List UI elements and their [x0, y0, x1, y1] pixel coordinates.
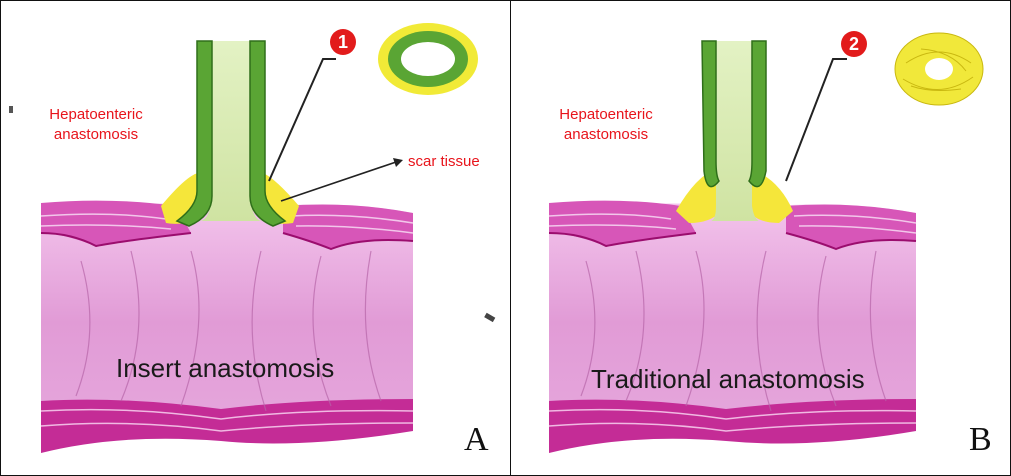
- hepatoenteric-anastomosis-label: Hepatoenteric anastomosis: [41, 105, 151, 145]
- badge-1: 1: [330, 29, 356, 55]
- badge-2: 2: [841, 31, 867, 57]
- duct-wall-right: [749, 41, 766, 187]
- traditional-anastomosis-label: Traditional anastomosis: [591, 364, 865, 395]
- panel-a: Hepatoenteric anastomosis 1 scar tissue …: [0, 0, 511, 476]
- panel-letter-b: B: [969, 421, 992, 459]
- insert-anastomosis-label: Insert anastomosis: [116, 353, 334, 384]
- duct-wall-left: [702, 41, 719, 187]
- panel-b: Hepatoenteric anastomosis 2 Traditional …: [510, 0, 1011, 476]
- panel-letter-a: A: [464, 421, 489, 459]
- hepatoenteric-anastomosis-label: Hepatoenteric anastomosis: [551, 105, 661, 145]
- insert-anastomosis-illustration: [1, 1, 511, 476]
- traditional-anastomosis-illustration: [511, 1, 1011, 476]
- scar-tissue-label: scar tissue: [408, 153, 480, 170]
